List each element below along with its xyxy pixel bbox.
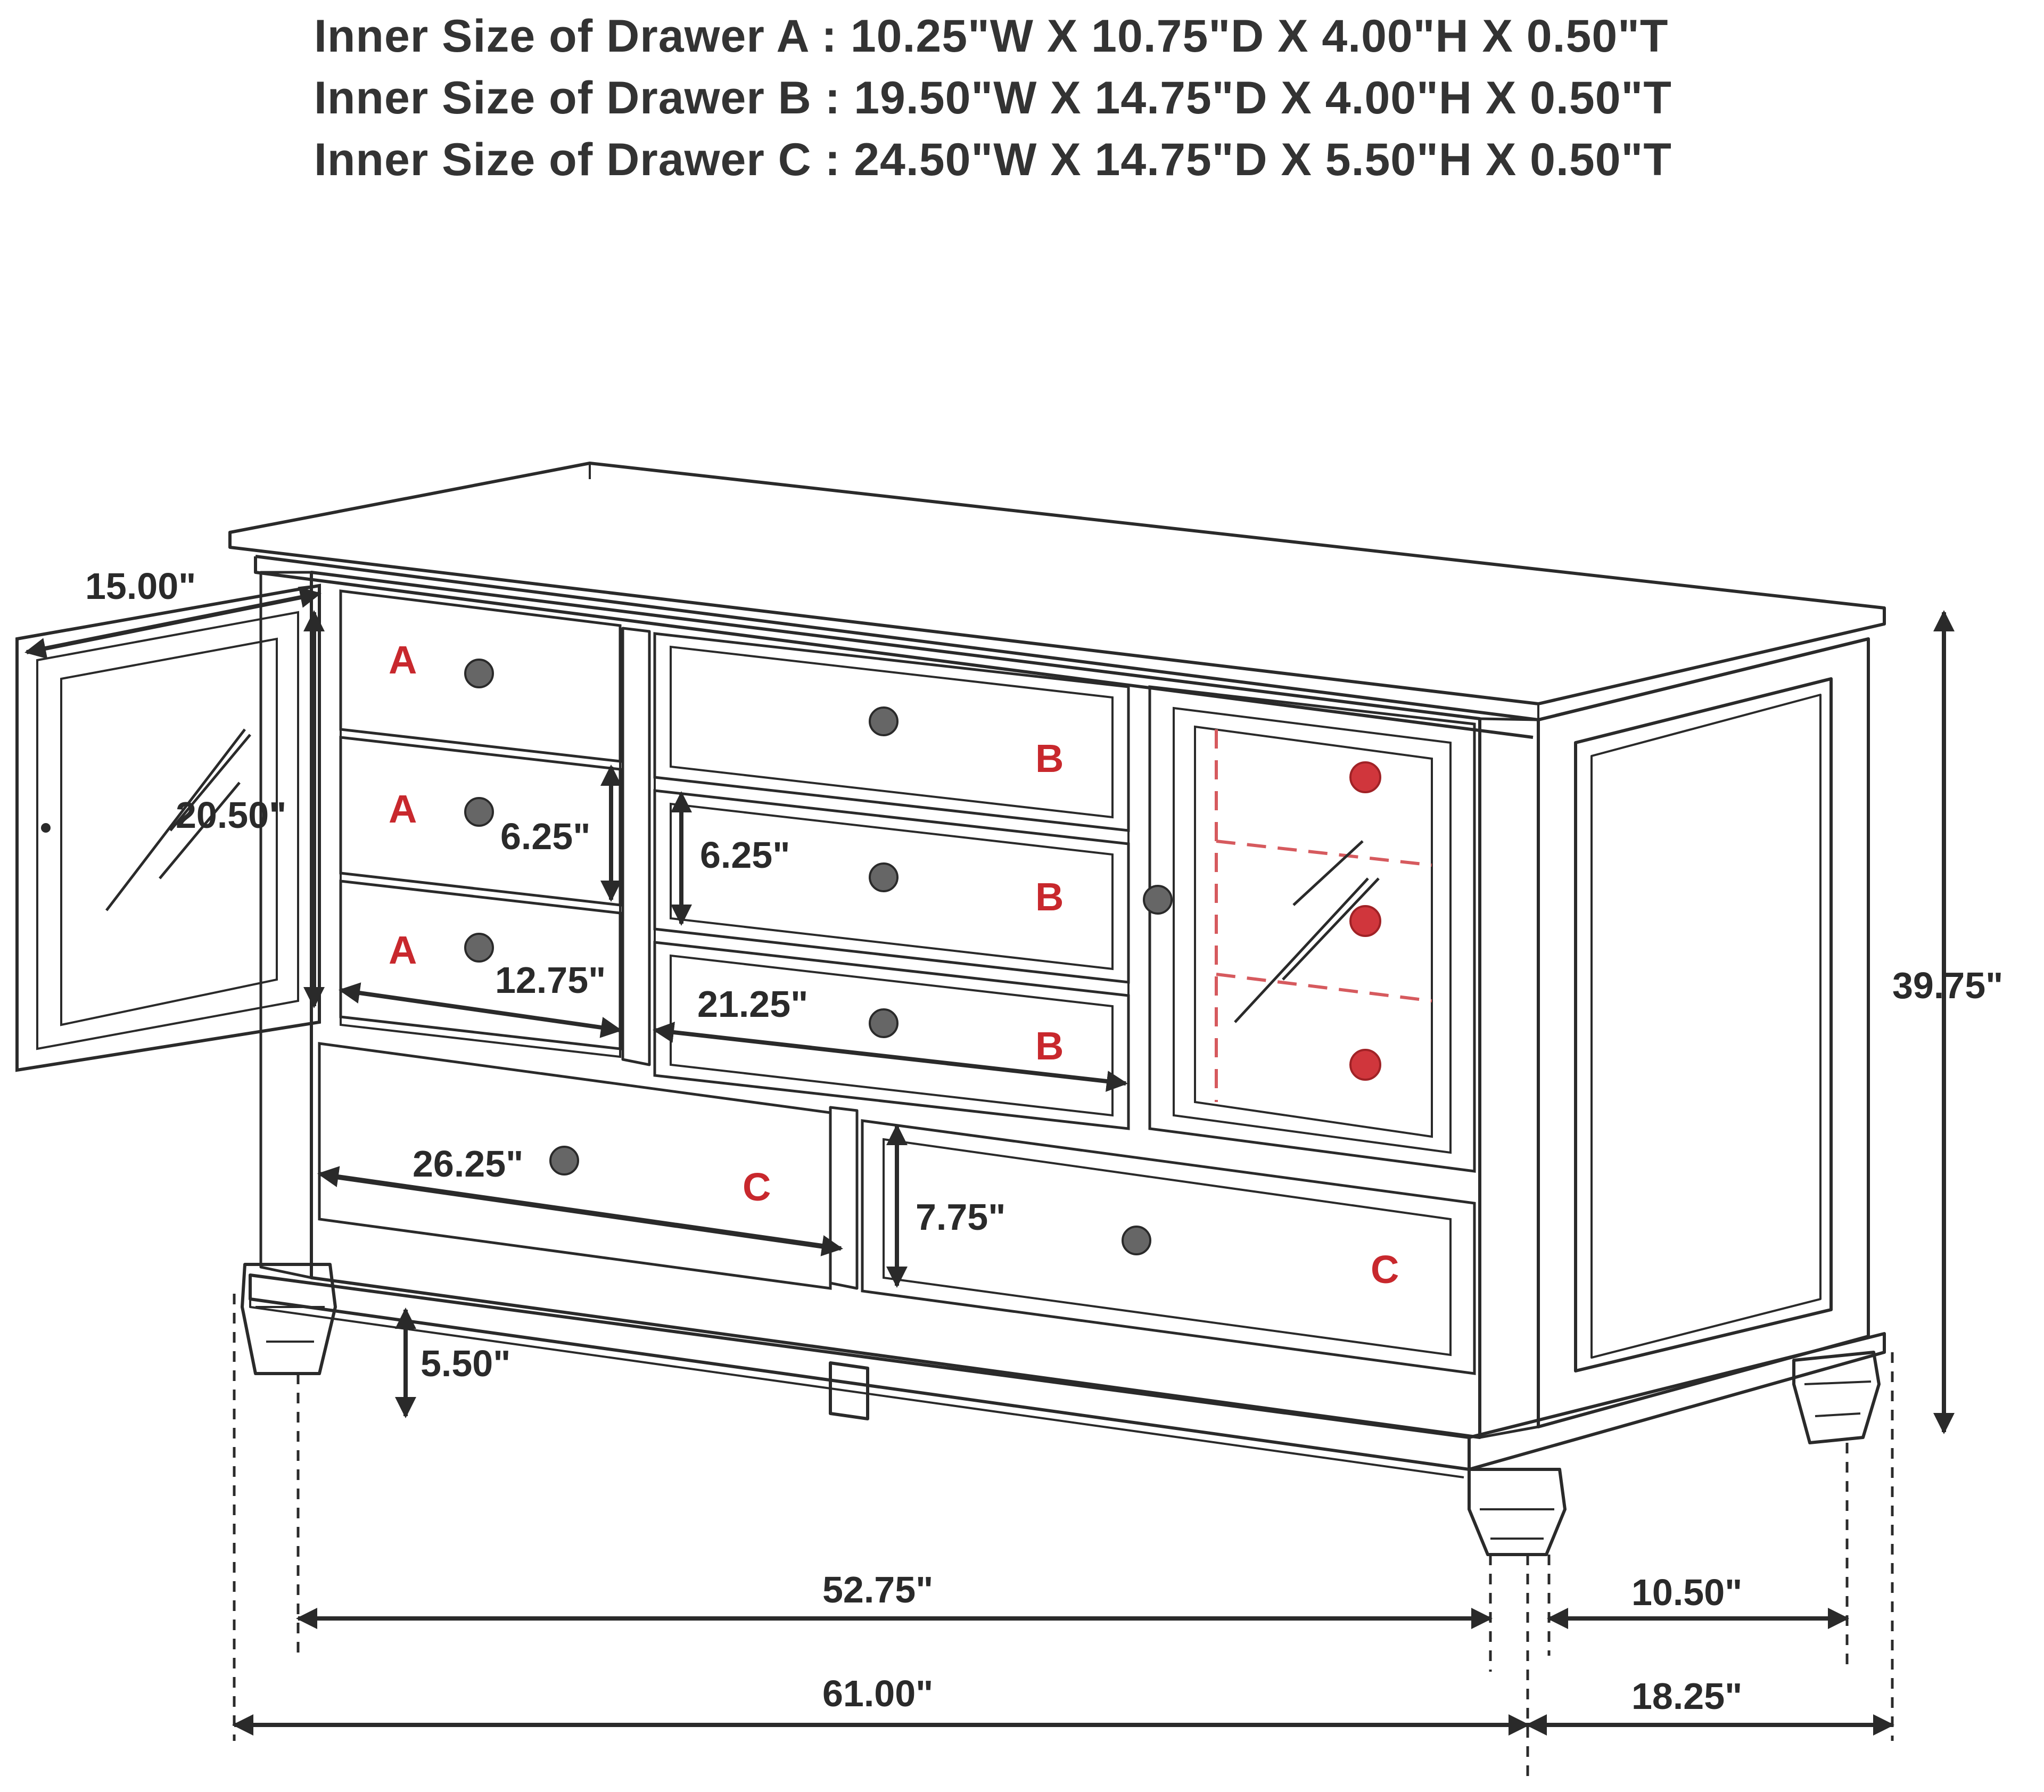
leg-middle bbox=[829, 1361, 869, 1420]
knob-icon bbox=[869, 862, 899, 892]
leg-front-right bbox=[1468, 1468, 1567, 1556]
knob-icon bbox=[464, 933, 494, 963]
knob-icon bbox=[1143, 885, 1173, 915]
knob-icon bbox=[549, 1146, 579, 1176]
glass-reflection-right bbox=[1234, 840, 1380, 1023]
label-drawer-a-1: A bbox=[389, 638, 417, 682]
label-drawer-b-1: B bbox=[1035, 736, 1064, 780]
right-cabinet-door bbox=[1148, 685, 1476, 1173]
dim-overall-depth: 18.25" bbox=[1631, 1675, 1742, 1717]
label-drawer-c-1: C bbox=[743, 1165, 771, 1209]
side-panel bbox=[1537, 637, 1870, 1428]
dim-drawer-c-width: 26.25" bbox=[413, 1143, 523, 1185]
dim-drawer-b-width: 21.25" bbox=[697, 983, 808, 1025]
dim-drawer-b-height: 6.25" bbox=[700, 834, 790, 876]
dim-inner-depth: 10.50" bbox=[1631, 1572, 1742, 1613]
label-drawer-a-3: A bbox=[389, 928, 417, 972]
spec-drawer-c: Inner Size of Drawer C : 24.50"W X 14.75… bbox=[314, 134, 1672, 185]
dim-drawer-c-height: 7.75" bbox=[916, 1196, 1005, 1238]
dim-door-height: 20.50" bbox=[176, 794, 286, 836]
dim-drawer-a-height: 6.25" bbox=[500, 816, 590, 857]
leg-back-right bbox=[1792, 1351, 1881, 1444]
spec-drawer-a: Inner Size of Drawer A : 10.25"W X 10.75… bbox=[314, 11, 1669, 62]
drawer-specs: Inner Size of Drawer A : 10.25"W X 10.75… bbox=[314, 5, 1751, 191]
dimension-arrows bbox=[24, 587, 1955, 1736]
spec-drawer-b: Inner Size of Drawer B : 19.50"W X 14.75… bbox=[314, 72, 1672, 124]
knob-icon bbox=[464, 659, 494, 688]
knob-hidden-icon bbox=[1349, 761, 1381, 793]
label-drawer-b-2: B bbox=[1035, 875, 1064, 919]
label-drawer-c-2: C bbox=[1371, 1247, 1399, 1292]
knob-icon bbox=[464, 797, 494, 827]
dim-overall-width: 61.00" bbox=[822, 1673, 933, 1714]
label-drawer-a-2: A bbox=[389, 787, 417, 831]
knob-hidden-icon bbox=[1349, 1049, 1381, 1081]
knob-icon bbox=[869, 1008, 899, 1038]
knob-icon bbox=[1122, 1226, 1151, 1255]
knob-hidden-icon bbox=[1349, 905, 1381, 937]
door-hinge-dot bbox=[41, 823, 51, 833]
glass-reflection-left bbox=[105, 728, 251, 911]
knob-icon bbox=[869, 706, 899, 736]
dim-overall-height: 39.75" bbox=[1892, 965, 2003, 1006]
dim-door-width: 15.00" bbox=[85, 565, 196, 607]
extension-lines bbox=[233, 1294, 1894, 1778]
label-drawer-b-3: B bbox=[1035, 1024, 1064, 1068]
interior-shelves-hidden bbox=[1215, 729, 1432, 1102]
dim-drawer-a-width: 12.75" bbox=[495, 959, 606, 1001]
dim-leg-height: 5.50" bbox=[421, 1343, 510, 1384]
dim-inner-width: 52.75" bbox=[822, 1569, 933, 1610]
hidden-drawer-knobs bbox=[1349, 761, 1381, 1081]
leg-front-left bbox=[241, 1263, 337, 1375]
drawer-c-right bbox=[861, 1119, 1476, 1375]
dresser-outline bbox=[228, 462, 1886, 1556]
